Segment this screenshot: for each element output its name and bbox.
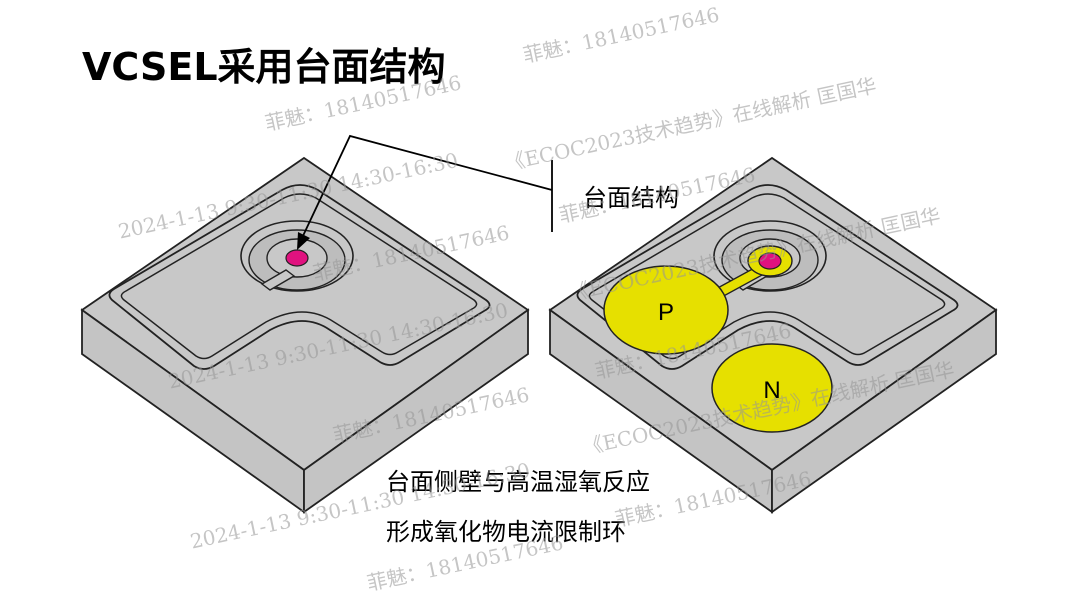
right-emitter-dot — [758, 252, 782, 270]
right-chip-right-face — [771, 308, 997, 514]
caption-line-1: 台面侧壁与高温湿氧反应 — [386, 468, 650, 496]
p-pad — [603, 265, 729, 355]
caption-line-2: 形成氧化物电流限制环 — [386, 518, 626, 546]
left-chip-right-face — [303, 308, 529, 514]
n-pad — [711, 343, 833, 433]
left-chip — [80, 156, 530, 514]
mesa-callout — [297, 134, 553, 250]
mesa-structure-label: 台面结构 — [583, 184, 679, 212]
callout-arrowhead — [297, 232, 310, 250]
p-pad-label: P — [658, 299, 674, 326]
page-title: VCSEL采用台面结构 — [82, 45, 446, 89]
left-mesa-inner-outline — [120, 193, 478, 360]
left-emitter-dot — [285, 249, 309, 267]
right-chip: P N — [548, 156, 998, 514]
n-pad-label: N — [763, 377, 780, 404]
